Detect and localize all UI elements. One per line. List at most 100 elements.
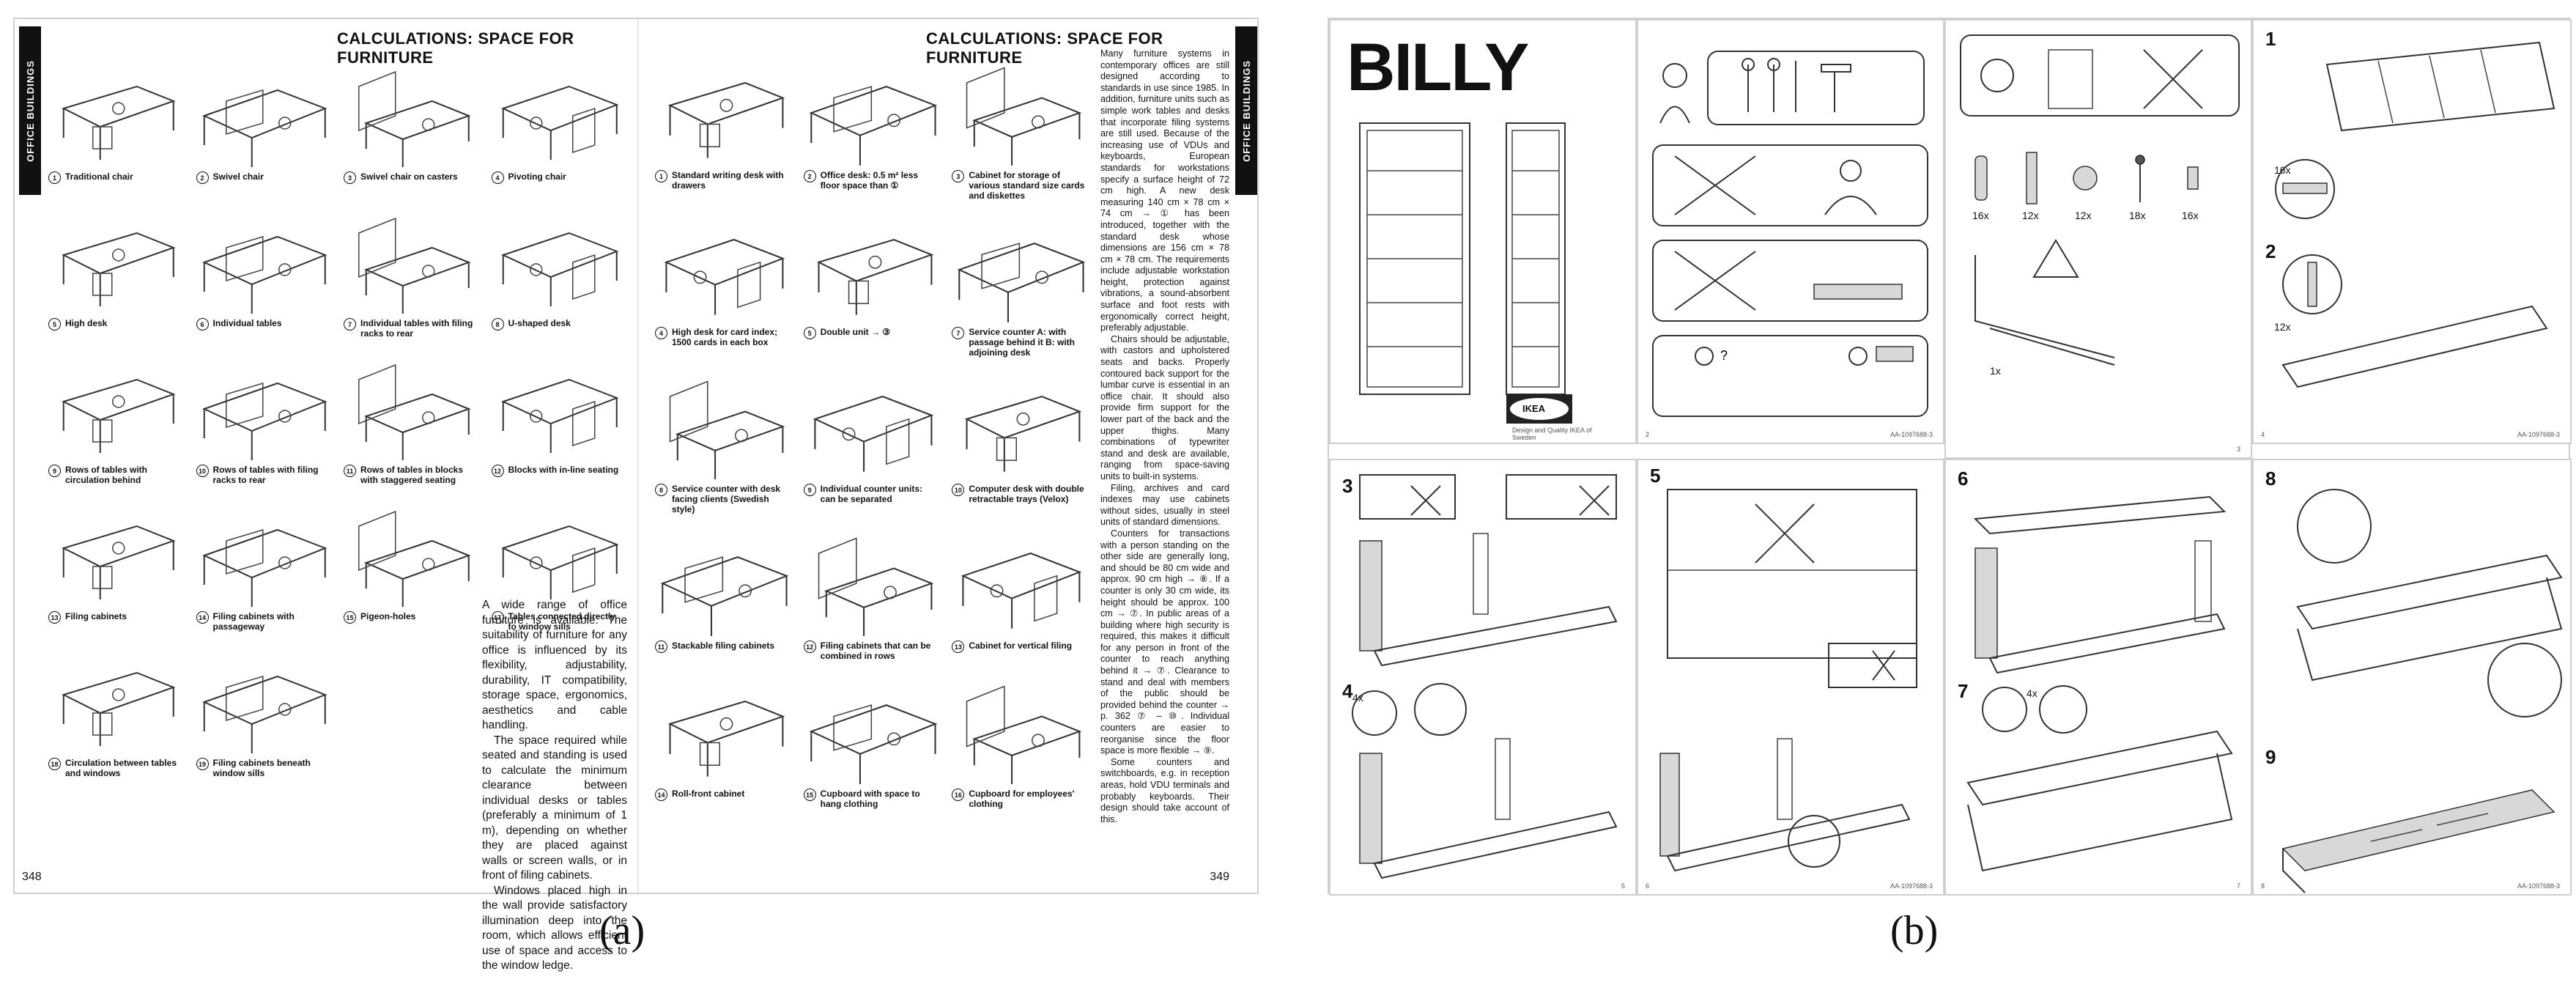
figure-sketch xyxy=(957,243,1086,322)
side-tab: OFFICE BUILDINGS xyxy=(1235,26,1257,195)
figure-cell: 2 Office desk: 0.5 m² less floor space th… xyxy=(803,53,939,201)
brand-logo-text: IKEA xyxy=(1522,403,1546,414)
figure-number: 10 xyxy=(196,465,209,477)
figure-number: 13 xyxy=(48,611,61,624)
part-qty: 1x xyxy=(1990,365,2001,377)
caption-text: U-shaped desk xyxy=(508,318,571,328)
figure-number: 19 xyxy=(196,758,209,770)
step-number: 1 xyxy=(2265,28,2276,50)
part-qty: 16x xyxy=(2182,210,2199,221)
figure-sketch xyxy=(201,89,327,167)
caption-text: Individual tables xyxy=(212,318,282,328)
caption-text: Rows of tables in blocks with staggered … xyxy=(360,465,464,485)
figure-sketch xyxy=(669,380,785,479)
figure-sketch xyxy=(201,528,327,607)
figure-sketch xyxy=(500,378,619,453)
step-illustrations xyxy=(2275,41,2555,388)
caption-text: Service counter with desk facing clients… xyxy=(672,484,781,514)
caption-text: Double unit → ③ xyxy=(820,327,891,337)
warning-illustrations: ? xyxy=(1652,51,1928,417)
caption-text: Cupboard with space to hang clothing xyxy=(820,789,920,809)
figure-sketch xyxy=(201,675,327,753)
parts-page: 16x 12x 12x 18x 16x 1x 3 xyxy=(1944,19,2252,459)
figure-number: 16 xyxy=(952,789,965,801)
caption-text: Filing cabinets beneath window sills xyxy=(212,758,311,778)
caption-text: Filing cabinets xyxy=(65,611,127,621)
figure-number: 11 xyxy=(655,641,667,653)
figure-number: 5 xyxy=(803,327,816,339)
figure-cell: 5 High desk xyxy=(48,204,182,340)
caption-text: Office desk: 0.5 m² less floor space tha… xyxy=(820,170,919,191)
paragraph: Chairs should be adjustable, with castor… xyxy=(1100,333,1229,481)
right-page: OFFICE BUILDINGS CALCULATIONS: SPACE FOR… xyxy=(637,19,1262,893)
page-mark: 2 xyxy=(1646,431,1650,438)
step-qty: 4x xyxy=(2027,687,2038,699)
figure-number: 5 xyxy=(48,318,61,331)
article-code: AA-1097688-3 xyxy=(2517,882,2560,890)
step-qty: 12x xyxy=(2274,321,2291,333)
figure-number: 18 xyxy=(48,758,61,770)
paragraph: Filing, archives and card indexes may us… xyxy=(1100,482,1229,528)
step-number: 3 xyxy=(1342,475,1353,497)
part-qty: 12x xyxy=(2022,210,2039,221)
page-number: 349 xyxy=(1210,871,1229,883)
caption-text: Rows of tables with circulation behind xyxy=(65,465,148,485)
figure-caption: 2 Office desk: 0.5 m² less floor space th… xyxy=(803,170,939,192)
wall-bracket-icon xyxy=(1974,255,2115,366)
left-page: OFFICE BUILDINGS CALCULATIONS: SPACE FOR… xyxy=(15,19,637,972)
page-mark: 8 xyxy=(2261,882,2265,890)
figure-cell: 9 Rows of tables with circulation behind xyxy=(48,350,182,487)
warning-page: ? 2 AA-1097688-3 xyxy=(1637,19,1944,444)
figure-caption: 5 Double unit → ③ xyxy=(803,327,939,349)
step-number: 4 xyxy=(1342,680,1353,702)
page-mark: 5 xyxy=(1621,882,1625,890)
figure-sketch xyxy=(62,525,176,599)
person-icon xyxy=(1659,63,1690,124)
side-tab: OFFICE BUILDINGS xyxy=(19,26,41,195)
figure-number: 9 xyxy=(48,465,61,477)
page-number: 348 xyxy=(22,871,42,883)
product-title: BILLY xyxy=(1347,30,1529,105)
shelf-pin-icon xyxy=(2187,166,2199,190)
subfigure-label-a: (a) xyxy=(599,908,645,953)
figure-sketch xyxy=(358,217,471,314)
figure-sketch xyxy=(809,86,937,166)
paragraph: Windows placed high in the wall provide … xyxy=(482,884,627,972)
figure-number: 12 xyxy=(491,465,504,477)
figure-number: 15 xyxy=(344,611,356,624)
figure-number: 2 xyxy=(803,170,816,182)
figure-caption: 13 Filing cabinets xyxy=(48,611,182,633)
step-number: 2 xyxy=(2265,240,2276,262)
step-illustrations xyxy=(1352,474,1618,879)
caption-text: High desk xyxy=(65,318,108,328)
caption-text: Individual counter units: can be separat… xyxy=(820,484,922,504)
page-header: CALCULATIONS: SPACE FOR FURNITURE xyxy=(926,29,1163,67)
caption-text: Service counter A: with passage behind i… xyxy=(969,327,1076,358)
figure-number: 14 xyxy=(655,789,667,801)
figure-number: 3 xyxy=(344,171,356,184)
page-mark: 3 xyxy=(2236,446,2240,453)
ikea-logo xyxy=(1506,394,1572,424)
cover-page: BILLY IKEA Design and Quality IKEA of Sw… xyxy=(1329,19,1637,444)
